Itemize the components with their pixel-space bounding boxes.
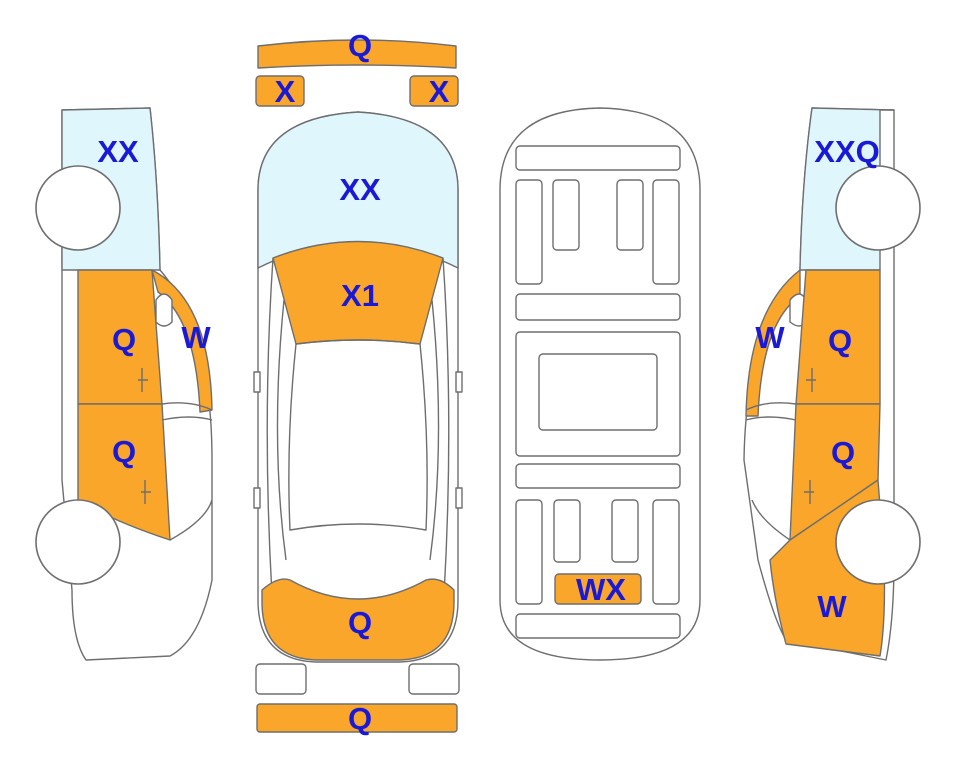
right-side-view [743, 107, 921, 661]
right-mirror-part[interactable] [745, 269, 801, 417]
top-mirror-right [455, 371, 463, 393]
damage-labels: Q X X XX X1 Q Q WX XX Q W Q XXQ W Q Q W [97, 28, 879, 736]
label-headlight-right: X [429, 74, 450, 109]
rear-bumper-part[interactable] [256, 703, 458, 733]
label-right-mirror: W [755, 320, 785, 355]
interior-outline [499, 107, 701, 661]
right-rear-wheel [835, 499, 921, 585]
label-windshield: XX [339, 172, 381, 207]
left-front-wheel [35, 165, 121, 251]
top-handle-left [253, 487, 261, 509]
label-right-glass: XXQ [814, 134, 879, 169]
trunk-part[interactable] [261, 578, 455, 661]
label-trunk: Q [348, 605, 372, 640]
label-headlight-left: X [275, 74, 296, 109]
headlight-right-part[interactable] [409, 75, 459, 107]
label-rear-bumper: Q [348, 701, 372, 736]
headlight-left-part[interactable] [255, 75, 305, 107]
top-mirror-left [253, 371, 261, 393]
top-handle-right [455, 487, 463, 509]
label-hood: X1 [341, 278, 379, 313]
label-interior-center: WX [576, 572, 626, 607]
label-right-front-door: Q [828, 323, 852, 358]
top-roof-outline [288, 339, 428, 531]
label-left-front-door: Q [112, 322, 136, 357]
label-right-rear-door: Q [831, 435, 855, 470]
taillight-left [255, 663, 307, 695]
right-front-wheel [835, 165, 921, 251]
top-view [253, 39, 463, 733]
left-mirror-part[interactable] [151, 269, 213, 413]
label-left-glass: XX [97, 134, 139, 169]
right-rear-handle [804, 480, 814, 504]
top-right-side-line [442, 257, 450, 596]
top-right-inner-line [429, 299, 440, 561]
label-left-mirror: W [181, 320, 211, 355]
taillight-right [408, 663, 460, 695]
left-rear-handle [141, 480, 151, 504]
left-side-view [35, 107, 213, 661]
label-left-rear-door: Q [112, 434, 136, 469]
top-left-inner-line [276, 299, 287, 561]
right-front-handle [806, 368, 816, 392]
label-right-rear-quarter: W [817, 589, 847, 624]
left-front-handle [138, 368, 148, 392]
label-front-bumper: Q [348, 28, 372, 63]
interior-center-part[interactable] [554, 573, 642, 605]
front-bumper-part[interactable] [257, 39, 457, 69]
interior-view [499, 107, 701, 661]
left-rear-wheel [35, 499, 121, 585]
top-left-side-line [266, 257, 274, 596]
left-mirror-shape [155, 293, 173, 327]
